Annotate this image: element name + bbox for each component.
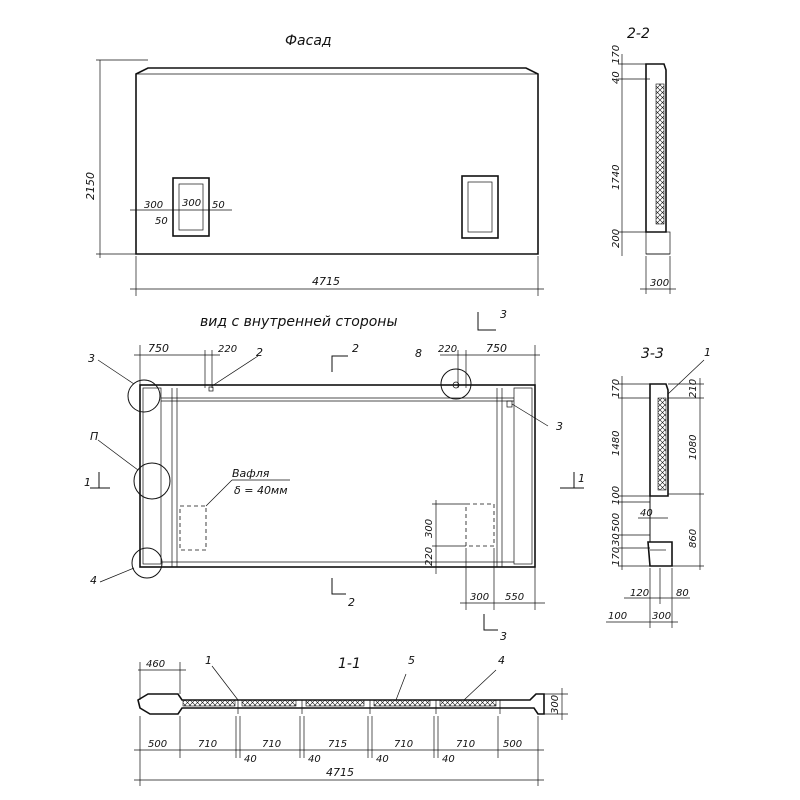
facade-window-left <box>172 177 210 237</box>
callout-circle-8 <box>440 368 472 400</box>
section11-insulation-2 <box>241 699 297 707</box>
section11-dim-seg-1: 710 <box>198 739 217 750</box>
inner-mark-3-left: 3 <box>88 352 95 365</box>
section33-title: 3-3 <box>641 346 664 362</box>
inner-dim-220-vert: 220 <box>424 547 435 566</box>
section11-dim-460: 460 <box>146 659 165 670</box>
inner-dim-220-right: 220 <box>438 344 457 355</box>
section11-dim-seg-0: 500 <box>148 739 167 750</box>
section33-dim-860: 860 <box>688 529 699 548</box>
section11-dim-seg-4: 710 <box>394 739 413 750</box>
callout-circle-p <box>133 462 171 500</box>
section11-dim-seg-2: 710 <box>262 739 281 750</box>
inner-mark-p: П <box>90 430 98 443</box>
section11-insulation-5 <box>439 699 497 707</box>
waffle-label-2: δ = 40мм <box>234 484 288 497</box>
facade-view: Фасад 300 300 50 50 2150 4715 <box>84 33 544 296</box>
section22-dim-200: 200 <box>611 229 622 248</box>
section33-dim-300: 300 <box>652 611 671 622</box>
section22-dim-170: 170 <box>611 45 622 64</box>
section33-insulation <box>657 397 667 491</box>
inner-mark-8: 8 <box>415 347 422 360</box>
section11-gap-0: 40 <box>244 754 257 765</box>
inner-dim-300-vert: 300 <box>424 519 435 538</box>
section11-dim-300: 300 <box>550 695 561 714</box>
section33-dim-1080: 1080 <box>688 435 699 460</box>
callout-circle-3 <box>127 379 161 413</box>
facade-width-dim: 4715 <box>312 275 340 288</box>
inner-dim-220-left: 220 <box>218 344 237 355</box>
section11-mark-1: 1 <box>205 654 212 667</box>
section11-title: 1-1 <box>338 656 361 672</box>
waffle-label-1: Вафля <box>232 467 270 480</box>
inner-view: вид с внутренней стороны 3 Вафля δ = 40м… <box>84 308 585 643</box>
inner-panel-outline <box>139 384 536 568</box>
facade-dim-50a: 50 <box>212 200 225 211</box>
section-1-1: 1-1 1 5 4 460 300 <box>134 654 568 786</box>
inner-mark-4: 4 <box>90 574 97 587</box>
section33-dim-100b: 100 <box>608 611 627 622</box>
section11-insulation-4 <box>373 699 431 707</box>
section11-insulation-1 <box>182 699 236 707</box>
waffle-area-left <box>179 505 207 551</box>
facade-window-right <box>461 175 499 239</box>
facade-title: Фасад <box>285 33 332 49</box>
section11-gap-3: 40 <box>442 754 455 765</box>
inner-title: вид с внутренней стороны <box>200 314 398 330</box>
section33-dim-120: 120 <box>630 588 649 599</box>
inner-mark-2: 2 <box>256 346 263 359</box>
section-3-3: 3-3 1 170 1480 100 500 30 170 210 1080 8… <box>606 346 711 628</box>
section33-mark-1: 1 <box>704 346 711 359</box>
facade-dim-300b: 300 <box>182 198 201 209</box>
section33-dim-170: 170 <box>611 379 622 398</box>
section-2-2: 2-2 170 40 1740 200 300 <box>611 26 676 294</box>
section33-dim-40: 40 <box>640 508 653 519</box>
section22-dim-40: 40 <box>611 71 622 84</box>
waffle-area-right <box>465 503 495 547</box>
facade-dim-300a: 300 <box>144 200 163 211</box>
section11-mark-4: 4 <box>498 654 505 667</box>
section11-total: 4715 <box>326 766 354 779</box>
inner-cut2-bottom: 2 <box>348 596 355 609</box>
section33-dim-500: 500 <box>611 513 622 532</box>
inner-cut2-top: 2 <box>352 342 359 355</box>
inner-cut3-label: 3 <box>500 308 507 321</box>
callout-circle-4 <box>131 547 163 579</box>
section22-title: 2-2 <box>627 26 650 42</box>
inner-cut1-right: 1 <box>578 472 585 485</box>
section11-mark-5: 5 <box>408 654 415 667</box>
section11-dim-seg-3: 715 <box>328 739 347 750</box>
section11-gap-1: 40 <box>308 754 321 765</box>
section33-dim-1480: 1480 <box>611 431 622 456</box>
section33-dim-170b: 170 <box>611 547 622 566</box>
inner-dim-300-h: 300 <box>470 592 489 603</box>
facade-dim-50b: 50 <box>155 216 168 227</box>
inner-cut1-left: 1 <box>84 476 91 489</box>
section33-dim-30: 30 <box>611 533 622 546</box>
section33-dim-100: 100 <box>611 486 622 505</box>
inner-dim-550-h: 550 <box>505 592 524 603</box>
inner-dim-750-right: 750 <box>486 342 507 355</box>
section11-insulation-3 <box>305 699 365 707</box>
section33-dim-80: 80 <box>676 588 689 599</box>
facade-outline <box>135 67 539 255</box>
facade-height-dim: 2150 <box>84 172 97 200</box>
section11-dim-seg-5: 710 <box>456 739 475 750</box>
section11-dim-seg-6: 500 <box>503 739 522 750</box>
section22-dim-300: 300 <box>650 278 669 289</box>
inner-mark-3-right: 3 <box>556 420 563 433</box>
section11-gap-2: 40 <box>376 754 389 765</box>
section22-insulation <box>655 83 665 225</box>
section22-dim-1740: 1740 <box>611 165 622 190</box>
section33-dim-210: 210 <box>688 379 699 398</box>
inner-dim-750-left: 750 <box>148 342 169 355</box>
inner-cut3-bottom: 3 <box>500 630 507 643</box>
